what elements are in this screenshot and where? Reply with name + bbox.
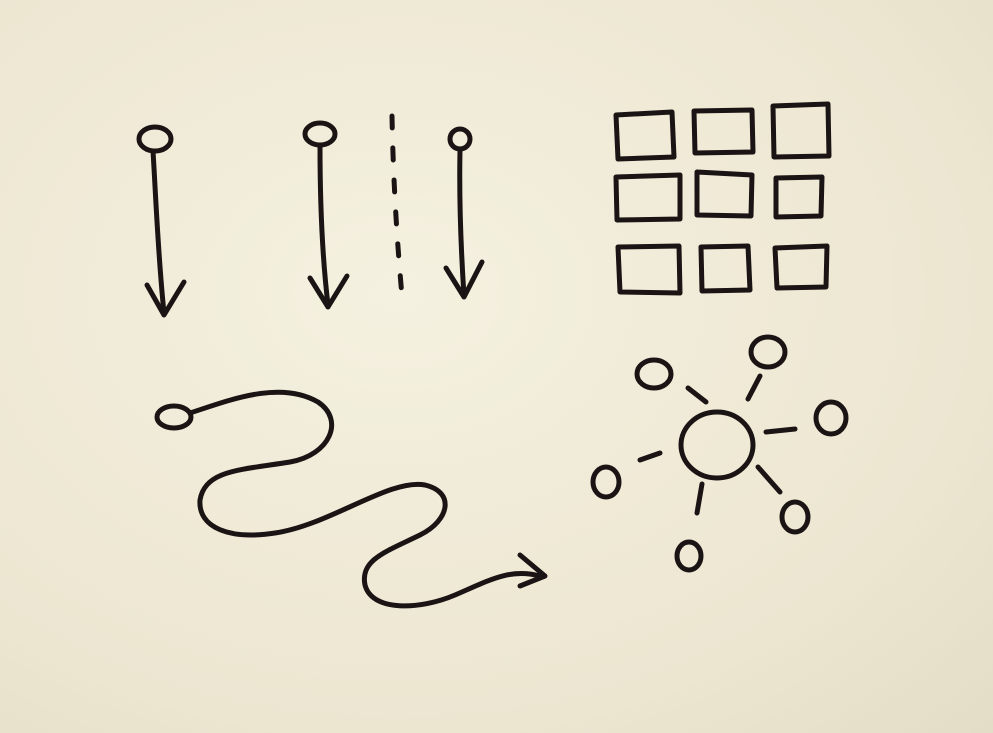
grid-square xyxy=(773,174,825,220)
spoke-line xyxy=(685,385,709,405)
sequential-flow-arrow-icon xyxy=(136,124,187,318)
path-start-node-circle xyxy=(154,403,194,431)
right-arrow-shaft xyxy=(457,147,467,299)
spoke-line xyxy=(763,426,798,435)
spoke-line xyxy=(637,450,663,463)
left-arrow-shaft xyxy=(317,143,331,308)
spoke-line xyxy=(694,481,705,516)
satellite-circle xyxy=(590,464,622,500)
satellite-circle xyxy=(748,334,788,370)
right-node-circle xyxy=(447,126,473,152)
parallel-flows-arrows-icon xyxy=(302,113,485,310)
spoke-line xyxy=(745,373,763,402)
right-arrow-head xyxy=(443,259,485,300)
satellite-circle xyxy=(813,399,849,437)
left-node-circle xyxy=(302,120,338,148)
grid-square xyxy=(613,172,683,223)
hub-circle xyxy=(678,409,756,481)
arrow-shaft xyxy=(150,148,167,316)
grid-square xyxy=(772,243,830,291)
grid-square xyxy=(613,109,677,162)
grid-of-squares-icon xyxy=(613,101,832,296)
winding-path xyxy=(187,389,543,609)
arrow-head xyxy=(144,279,187,318)
path-arrow-head xyxy=(517,552,548,589)
grid-square xyxy=(770,101,832,160)
dashed-divider xyxy=(389,113,405,299)
winding-path-arrow-icon xyxy=(154,389,548,609)
satellite-circle xyxy=(634,357,674,391)
satellite-circle xyxy=(779,499,811,535)
grid-square xyxy=(691,107,756,156)
start-node-circle xyxy=(136,124,174,154)
grid-square xyxy=(698,243,753,294)
left-arrow-head xyxy=(307,273,350,310)
satellite-circle xyxy=(674,539,704,573)
grid-square xyxy=(694,169,755,219)
grid-square xyxy=(615,243,683,296)
hub-and-spoke-network-icon xyxy=(590,334,849,573)
spoke-line xyxy=(755,464,783,495)
